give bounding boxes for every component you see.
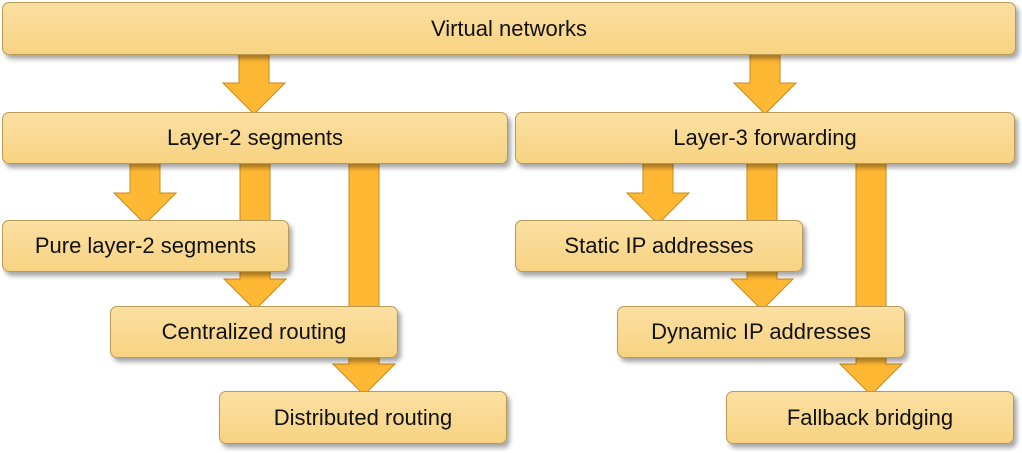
node-layer3-forwarding: Layer-3 forwarding	[515, 112, 1015, 164]
arrow-root-to-layer3	[732, 45, 798, 115]
node-label: Layer-3 forwarding	[673, 125, 857, 150]
node-static-ip-addresses: Static IP addresses	[515, 220, 803, 272]
node-distributed-routing: Distributed routing	[219, 391, 507, 444]
node-label: Pure layer-2 segments	[34, 233, 257, 258]
node-label: Distributed routing	[273, 404, 453, 430]
node-label: Virtual networks	[430, 15, 588, 41]
node-label: Centralized routing	[161, 319, 347, 344]
node-label: Layer-2 segments	[166, 125, 344, 150]
node-dynamic-ip-addresses: Dynamic IP addresses	[617, 306, 905, 358]
arrow-layer2-to-pure	[112, 154, 178, 225]
arrow-layer3-to-fallback	[838, 154, 904, 396]
arrow-layer2-to-distributed	[331, 154, 397, 396]
arrow-root-to-layer2	[221, 45, 287, 115]
node-label: Dynamic IP addresses	[651, 319, 871, 344]
node-virtual-networks: Virtual networks	[2, 2, 1016, 55]
node-label: Static IP addresses	[564, 233, 754, 258]
node-layer2-segments: Layer-2 segments	[2, 112, 508, 164]
arrow-layer3-to-static	[625, 154, 691, 225]
node-label: Fallback bridging	[786, 404, 954, 430]
node-fallback-bridging: Fallback bridging	[726, 391, 1014, 444]
node-centralized-routing: Centralized routing	[110, 306, 398, 358]
node-pure-layer2-segments: Pure layer-2 segments	[2, 220, 289, 272]
